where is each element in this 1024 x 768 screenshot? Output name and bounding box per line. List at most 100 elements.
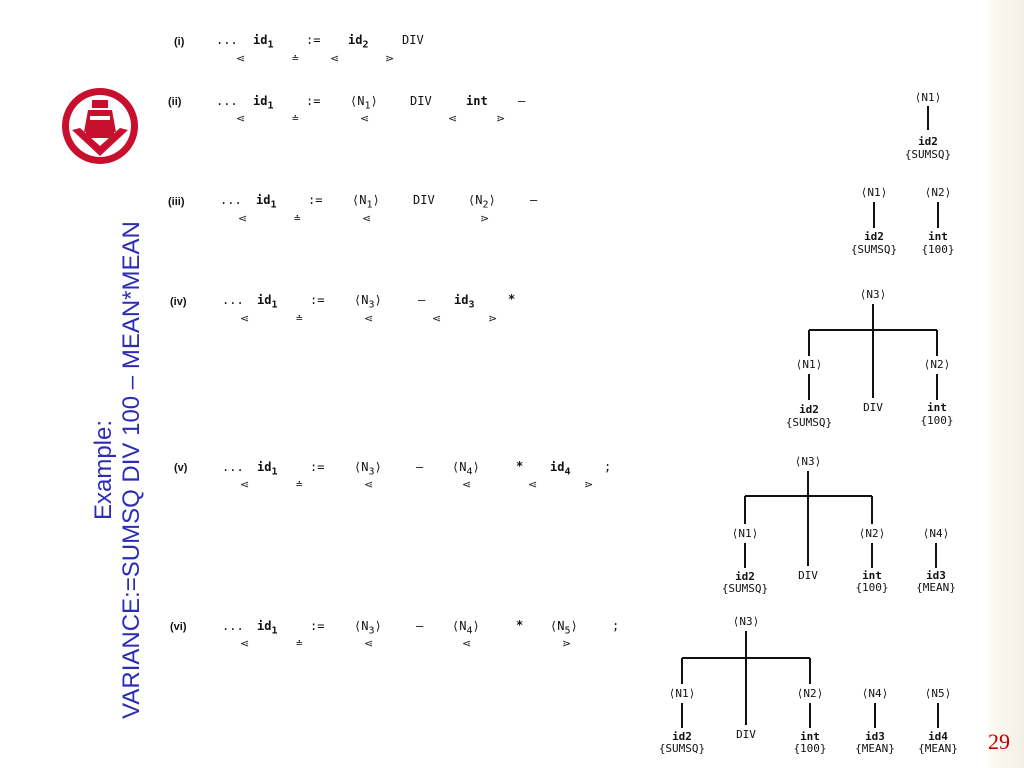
precedence-mark: ⋖ (240, 478, 250, 491)
token: id1 (257, 460, 278, 478)
tree-leaf-100: {100} (855, 581, 888, 594)
tree-leaf-div: DIV (863, 401, 883, 414)
tree-node-n1: ⟨N1⟩ (796, 358, 823, 371)
precedence-mark: ⋖ (236, 112, 246, 125)
precedence-mark: ⋗ (385, 52, 395, 65)
step-number: (i) (174, 36, 185, 48)
precedence-mark: ⋗ (584, 478, 594, 491)
precedence-mark: ⋖ (462, 637, 472, 650)
right-edge-strip (988, 0, 1024, 768)
parse-tree-iv: ⟨N3⟩ ⟨N1⟩ id2 {SUMSQ} DIV ⟨N2⟩ int {100} (786, 288, 954, 429)
precedence-mark: ≐ (296, 478, 303, 491)
precedence-mark: ⋖ (240, 637, 250, 650)
tree-leaf-mean: {MEAN} (855, 742, 895, 755)
tree-node-n3: ⟨N3⟩ (795, 455, 822, 468)
token: ... (222, 619, 244, 633)
token: ⟨N5⟩ (550, 619, 578, 637)
precedence-mark: ⋖ (364, 637, 374, 650)
token: id1 (257, 293, 278, 311)
tree-leaf-id3: id3 (926, 569, 946, 582)
token: ⟨N3⟩ (354, 619, 382, 637)
tree-leaf-div: DIV (798, 569, 818, 582)
token: – (530, 193, 538, 207)
precedence-mark: ⋗ (562, 637, 572, 650)
tree-node-n3: ⟨N3⟩ (733, 615, 760, 628)
token: ⟨N1⟩ (350, 94, 378, 112)
token: * (516, 618, 524, 632)
token: – (518, 94, 526, 108)
token: DIV (410, 94, 432, 108)
token: := (308, 193, 323, 207)
precedence-mark: ⋖ (362, 212, 372, 225)
step-number: (v) (174, 462, 188, 474)
tree-leaf-mean: {MEAN} (918, 742, 958, 755)
tree-node-n4: ⟨N4⟩ (923, 527, 950, 540)
tree-leaf-int: int (928, 230, 948, 243)
bollard-emblem-icon (62, 88, 138, 164)
tree-leaf-sumsq: {SUMSQ} (786, 416, 832, 429)
token: ⟨N4⟩ (452, 619, 480, 637)
precedence-mark: ⋖ (462, 478, 472, 491)
precedence-mark: ⋗ (480, 212, 490, 225)
token: ... (220, 193, 242, 207)
token: id1 (253, 33, 274, 51)
precedence-mark: ⋖ (360, 112, 370, 125)
token: := (310, 460, 325, 474)
token: ... (216, 94, 238, 108)
page-number: 29 (988, 729, 1010, 754)
token: id1 (257, 619, 278, 637)
precedence-mark: ⋖ (528, 478, 538, 491)
parse-tree-ii: ⟨N1⟩ id2 {SUMSQ} (905, 91, 951, 161)
tree-leaf-id2: id2 (864, 230, 884, 243)
tree-leaf-sumsq: {SUMSQ} (905, 148, 951, 161)
tree-node-n1: ⟨N1⟩ (861, 186, 888, 199)
token: := (306, 94, 321, 108)
tree-node-n4: ⟨N4⟩ (862, 687, 889, 700)
precedence-mark: ⋖ (432, 312, 442, 325)
token: ⟨N4⟩ (452, 460, 480, 478)
token: ; (604, 460, 612, 474)
step-number: (iii) (168, 196, 185, 208)
tree-leaf-id4: id4 (928, 730, 948, 743)
precedence-mark: ≐ (296, 312, 303, 325)
token: DIV (402, 33, 424, 47)
precedence-mark: ⋗ (496, 112, 506, 125)
step-number: (vi) (170, 621, 187, 633)
token: id4 (550, 460, 571, 478)
tree-leaf-id2: id2 (672, 730, 692, 743)
token: ... (222, 460, 244, 474)
tree-node-n2: ⟨N2⟩ (924, 358, 951, 371)
token: ... (222, 293, 244, 307)
token: – (418, 293, 426, 307)
tree-node-n5: ⟨N5⟩ (925, 687, 952, 700)
parse-tree-vi: ⟨N3⟩ ⟨N1⟩ id2 {SUMSQ} DIV ⟨N2⟩ int {100}… (659, 615, 958, 755)
tree-leaf-100: {100} (793, 742, 826, 755)
token: id3 (454, 293, 475, 311)
tree-node-n2: ⟨N2⟩ (859, 527, 886, 540)
tree-node-n2: ⟨N2⟩ (925, 186, 952, 199)
precedence-mark: ≐ (294, 212, 301, 225)
tree-node-n3: ⟨N3⟩ (860, 288, 887, 301)
token: * (516, 459, 524, 473)
token: int (466, 94, 488, 108)
tree-leaf-id2: id2 (799, 403, 819, 416)
tree-leaf-sumsq: {SUMSQ} (851, 243, 897, 256)
token: id1 (256, 193, 277, 211)
token: ⟨N3⟩ (354, 293, 382, 311)
tree-leaf-mean: {MEAN} (916, 581, 956, 594)
precedence-mark: ⋖ (330, 52, 340, 65)
tree-leaf-int: int (800, 730, 820, 743)
token: id2 (348, 33, 369, 51)
precedence-mark: ⋖ (448, 112, 458, 125)
tree-leaf-id2: id2 (735, 570, 755, 583)
precedence-mark: ⋖ (236, 52, 246, 65)
step-number: (ii) (168, 96, 182, 108)
tree-leaf-div: DIV (736, 728, 756, 741)
precedence-mark: ⋖ (364, 312, 374, 325)
tree-leaf-sumsq: {SUMSQ} (659, 742, 705, 755)
tree-node-n1: ⟨N1⟩ (915, 91, 942, 104)
tree-leaf-id3: id3 (865, 730, 885, 743)
token: := (310, 293, 325, 307)
tree-leaf-100: {100} (921, 243, 954, 256)
precedence-mark: ⋗ (488, 312, 498, 325)
